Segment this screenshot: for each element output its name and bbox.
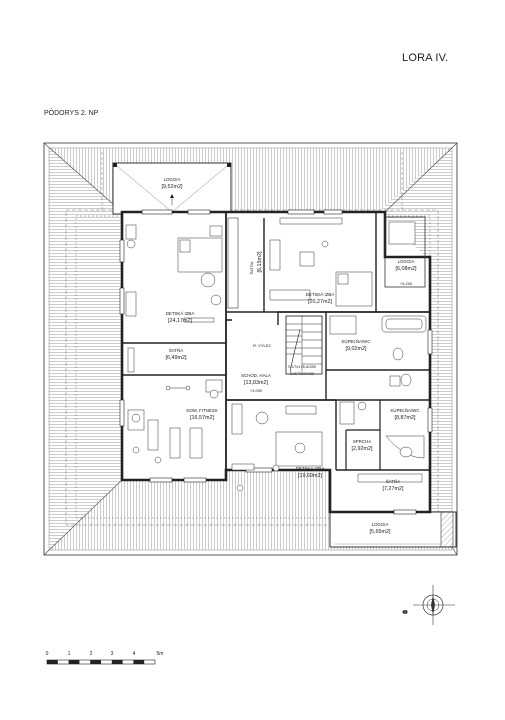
room-label: LOGGIA xyxy=(398,259,415,264)
scale-bar: 0 1 2 3 4 5m xyxy=(46,651,164,665)
room-labels: LOGGIA [9,52m2] DETSKÁ IZBA [24,17m2] ŠA… xyxy=(162,177,420,535)
room-label: DETSKÁ IZBA xyxy=(296,466,325,471)
room-area: [9,52m2] xyxy=(162,184,183,190)
scale-tick-4: 4 xyxy=(133,651,136,657)
room-label: KÚPEĽŇA/WC xyxy=(341,339,370,344)
room-label: DOM. FITNESS xyxy=(186,408,217,413)
room-label: DETSKÁ IZBA xyxy=(166,311,195,316)
scale-tick-0: 0 xyxy=(46,651,49,657)
scale-tick-3: 3 xyxy=(111,651,114,657)
furniture-room-2 xyxy=(269,217,416,307)
scale-tick-5: 5m xyxy=(157,651,164,657)
level-mark: +3,000 xyxy=(250,388,263,393)
room-area: [20,27m2] xyxy=(308,299,332,305)
room-area: [24,17m2] xyxy=(168,318,192,324)
room-label: SCHOD. HALA xyxy=(241,373,271,378)
room-label: R. VÝLEZ xyxy=(253,343,271,348)
stair-word: SVETLOVOD xyxy=(290,371,315,376)
bathroom-fixtures xyxy=(329,315,427,459)
room-area: [13,83m2] xyxy=(244,380,268,386)
furniture-room-1 xyxy=(125,224,223,323)
room-label: DETSKÁ IZBA xyxy=(306,292,335,297)
room-label: KÚPEĽŇA/WC xyxy=(390,408,419,413)
loggia-bottom xyxy=(329,511,457,548)
room-area: [8,87m2] xyxy=(395,415,416,421)
stair-note: S 17x176,6/280 xyxy=(288,364,317,369)
room-label: ŠATŇA xyxy=(249,261,254,274)
floor-label: PÔDORYS 2. NP xyxy=(44,110,99,117)
room-label: SPRCHA xyxy=(353,439,371,444)
level-mark: +3,200 xyxy=(400,281,413,286)
room-area: [9,02m2] xyxy=(346,346,367,352)
room-label: ŠATŇA xyxy=(169,348,183,353)
compass-letter: S xyxy=(403,610,409,614)
room-area: [5,65m2] xyxy=(370,529,391,535)
room-area: [19,69m2] xyxy=(298,473,322,479)
staircase xyxy=(285,315,323,375)
furniture-room-3 xyxy=(231,403,323,492)
furniture-fitness xyxy=(127,379,223,464)
room-area: [2,92m2] xyxy=(352,446,373,452)
scale-tick-2: 2 xyxy=(90,651,93,657)
windows xyxy=(119,209,433,515)
plan-title: LORA IV. xyxy=(402,52,449,64)
loggia-top xyxy=(112,162,232,215)
room-label: ŠATŇA xyxy=(386,479,400,484)
room-area: [6,15m2] xyxy=(257,251,263,272)
room-area: [6,08m2] xyxy=(396,266,417,272)
room-label: LOGGIA xyxy=(372,522,389,527)
room-area: [16,57m2] xyxy=(190,415,214,421)
north-arrow-icon: S xyxy=(403,585,455,625)
scale-tick-1: 1 xyxy=(68,651,71,657)
room-area: [7,27m2] xyxy=(383,486,404,492)
room-area: [6,49m2] xyxy=(166,355,187,361)
room-label: LOGGIA xyxy=(164,177,181,182)
